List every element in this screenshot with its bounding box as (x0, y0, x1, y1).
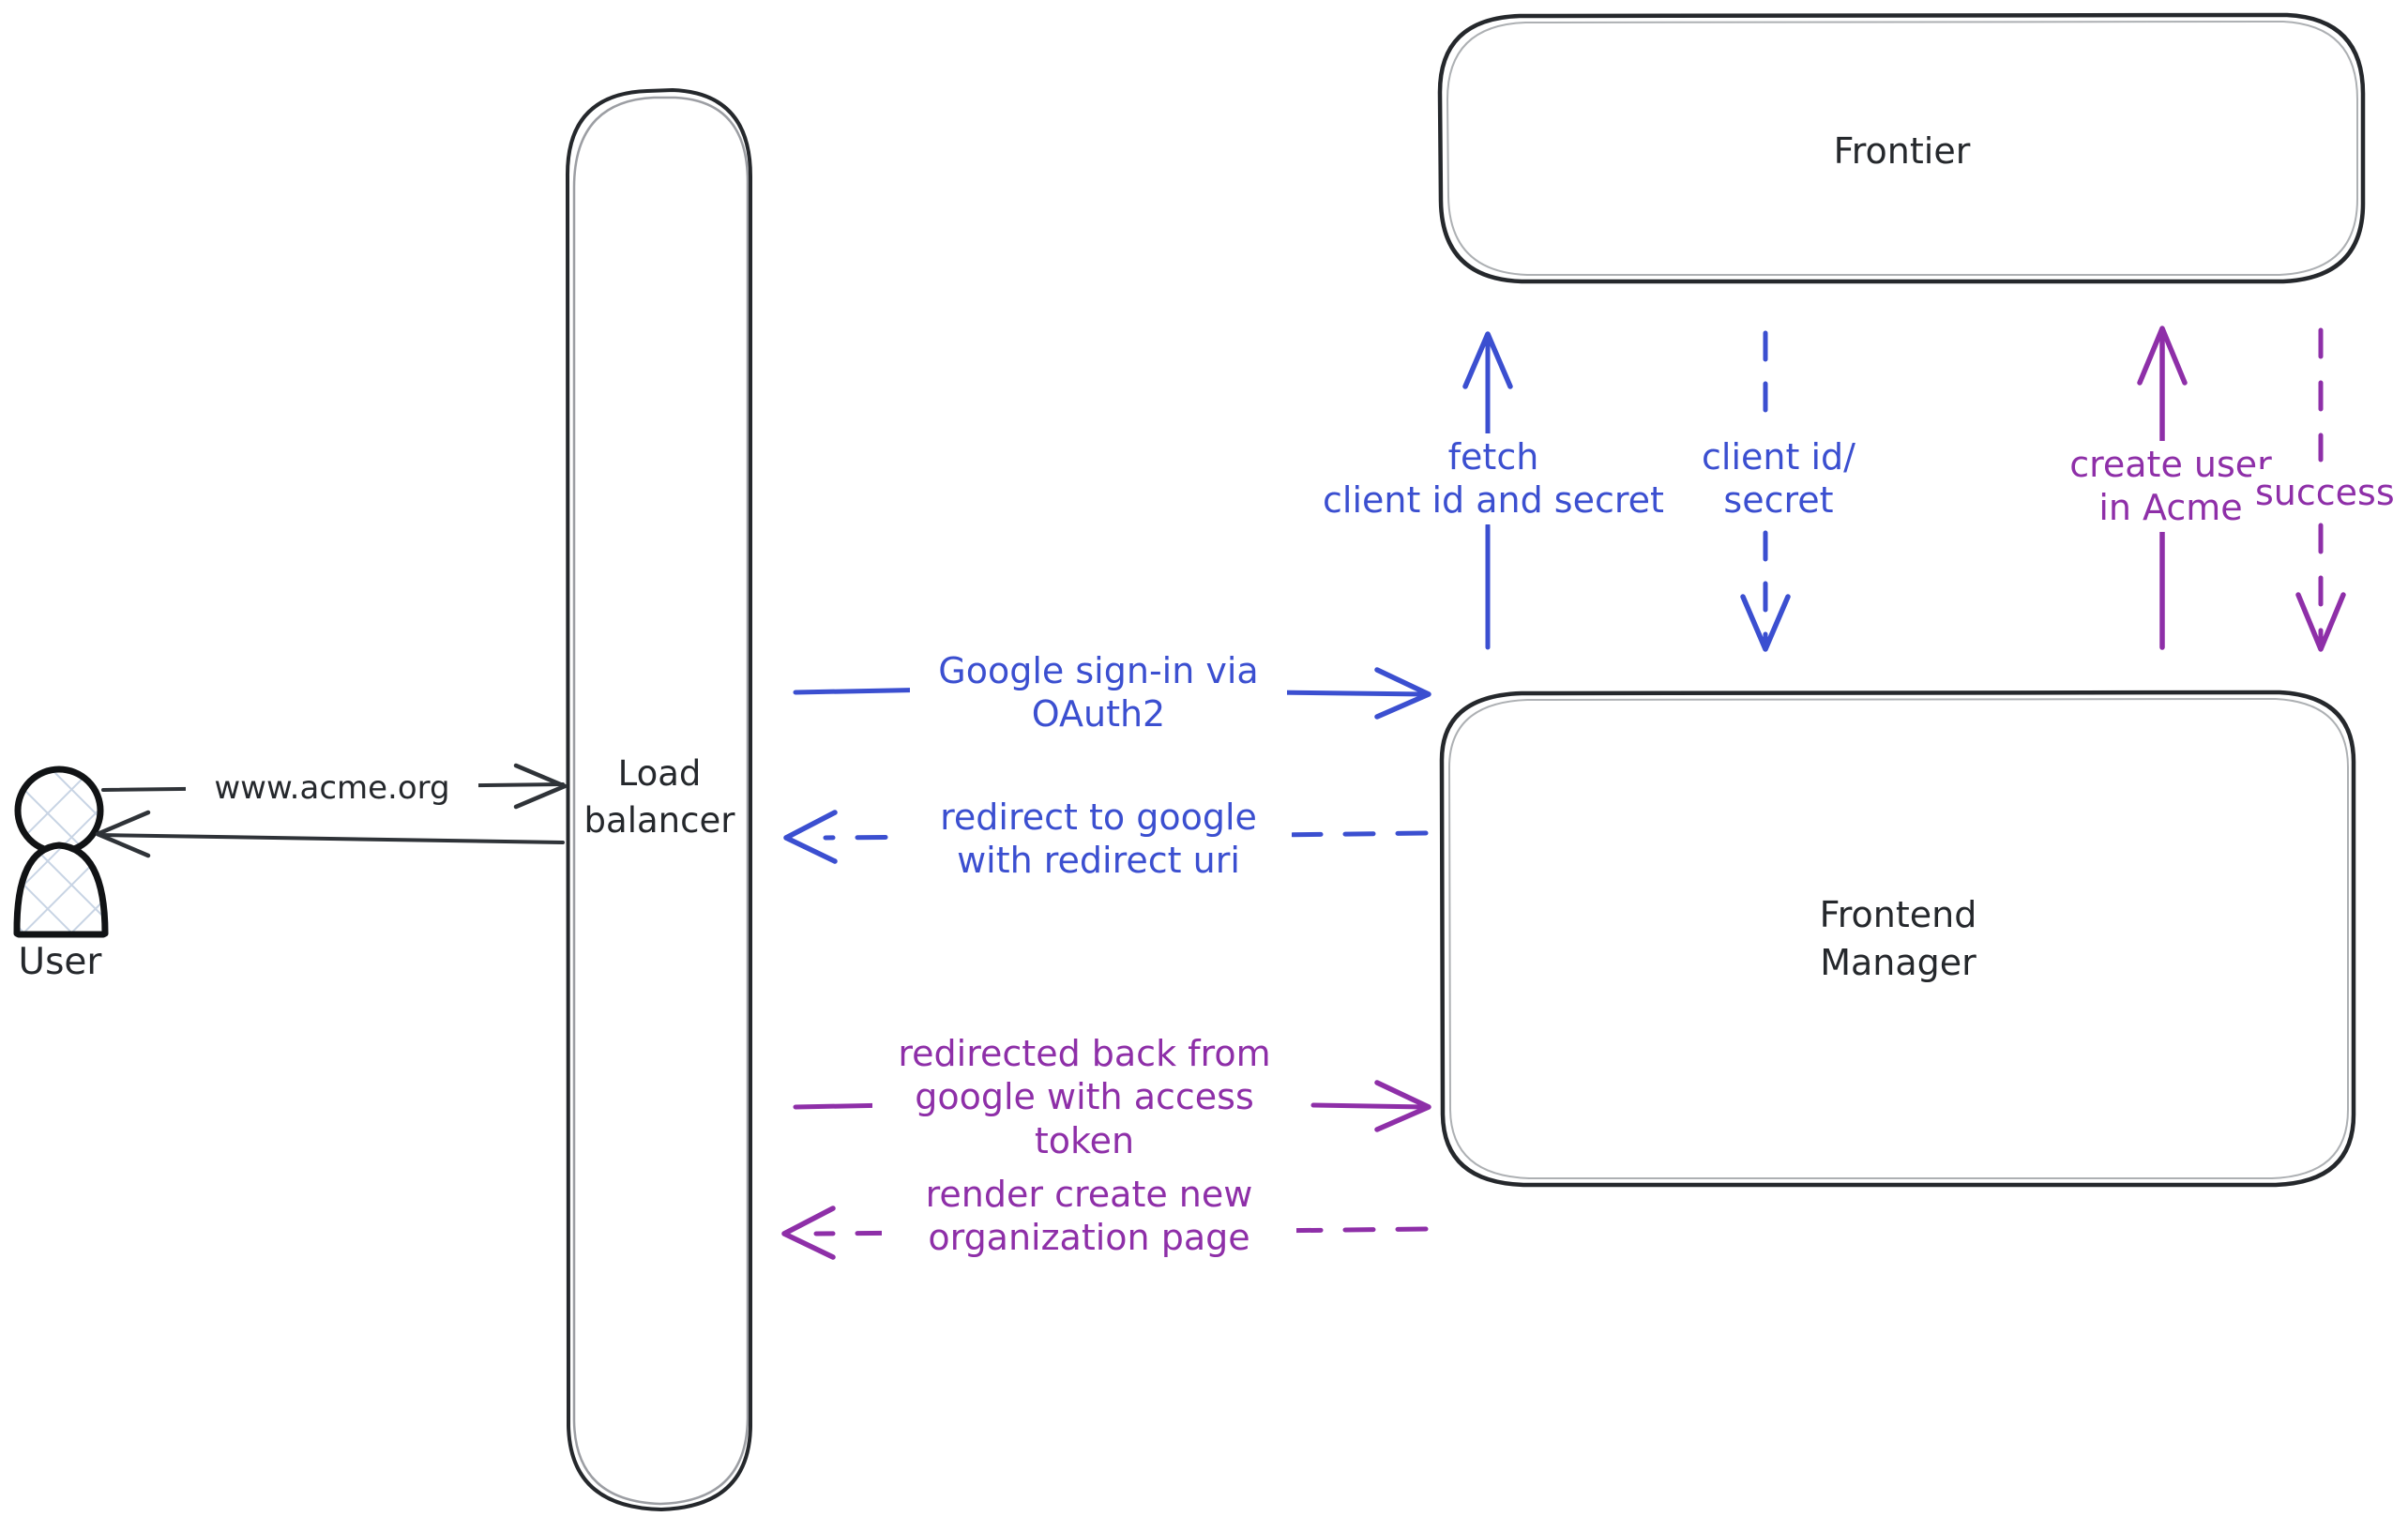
edge-create-user-in-acme-arrow (2137, 326, 2188, 650)
edge-fetch-client-id-secret-arrow (1462, 331, 1513, 650)
edge-success-arrow (2295, 327, 2346, 652)
edge-redirected-back-token-arrow (793, 1080, 1431, 1132)
node-frontend-manager-shape[interactable] (1439, 690, 2356, 1188)
edge-user-to-loadbalancer-arrow (101, 763, 568, 810)
edge-render-create-org-arrow (781, 1206, 1429, 1260)
user-person-icon (13, 766, 109, 938)
node-load-balancer-shape[interactable] (565, 88, 752, 1511)
edge-loadbalancer-to-user-arrow (95, 810, 565, 858)
node-frontier-shape[interactable] (1437, 12, 2366, 284)
edge-google-signin-arrow (793, 667, 1431, 720)
edge-redirect-to-google-arrow (783, 810, 1429, 864)
edge-client-id-secret-arrow (1740, 330, 1791, 652)
